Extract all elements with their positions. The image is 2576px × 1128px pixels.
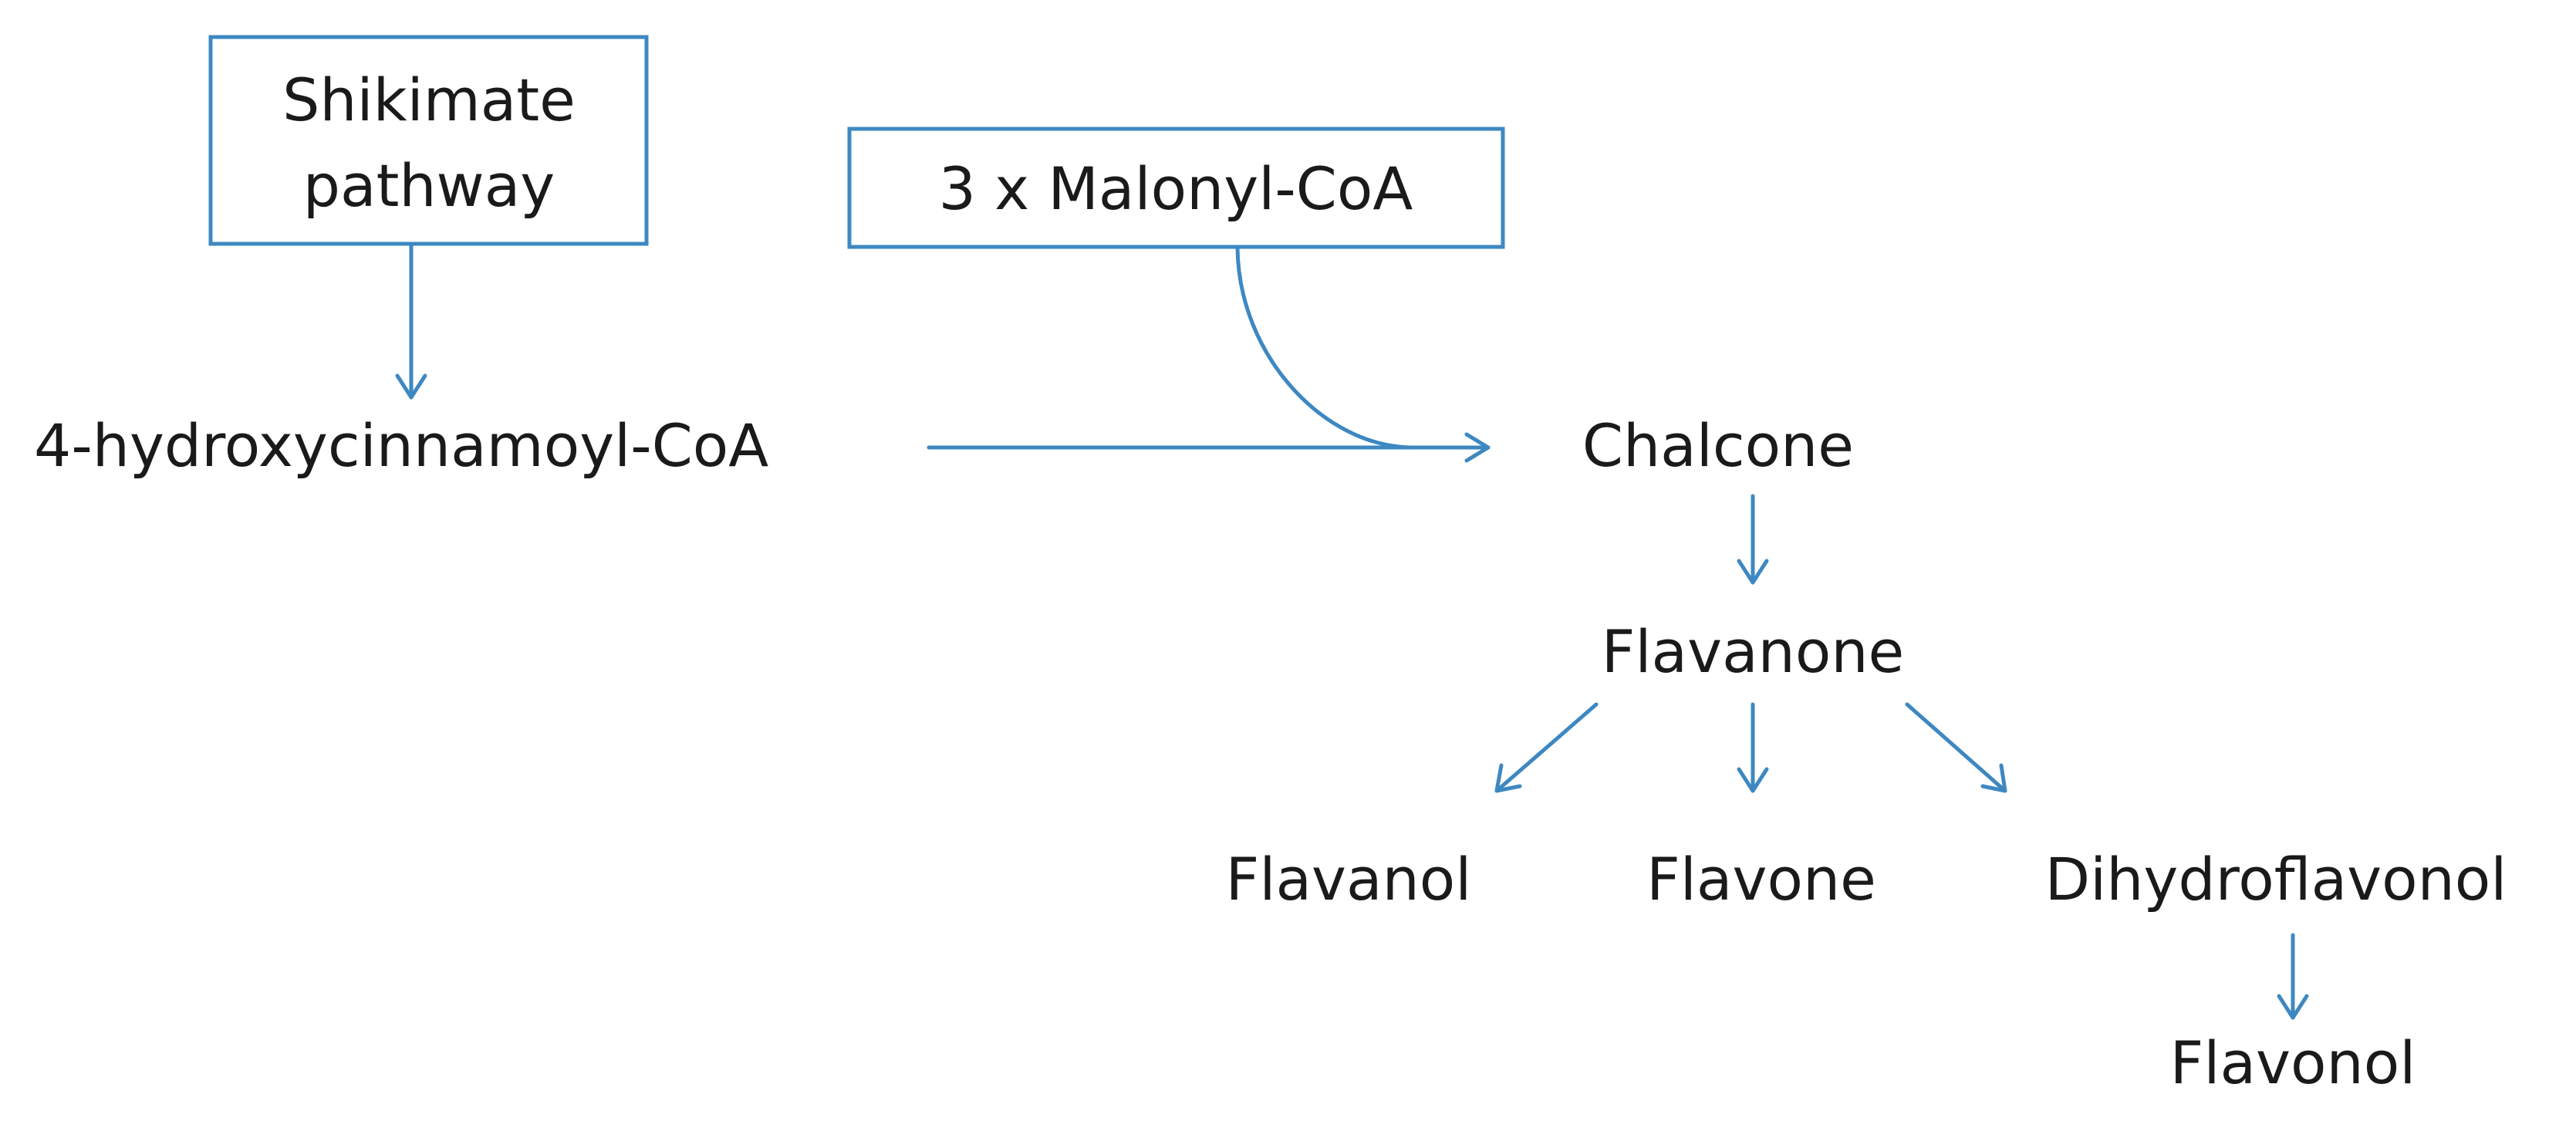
dihydroflavonol-label: Dihydroflavonol [2045, 845, 2507, 914]
hydroxycinnamoyl-coa-label: 4-hydroxycinnamoyl-CoA [34, 411, 768, 480]
arrowhead-dihydroflavonol [1980, 763, 2007, 793]
arrowhead-flavonol [2277, 994, 2309, 1020]
shikimate-label-line2: pathway [303, 151, 555, 220]
arrowhead-flavanol [1494, 763, 1522, 793]
arrow-flavanone-to-dihydroflavonol [1905, 702, 2007, 793]
arrowhead-hydroxycinnamoyl [395, 373, 427, 400]
flavone-label: Flavone [1646, 845, 1876, 914]
flavanone-label: Flavanone [1602, 617, 1905, 686]
flavanol-label: Flavanol [1226, 845, 1472, 914]
arrowhead-chalcone [1464, 432, 1491, 463]
arrowhead-flavone [1737, 767, 1769, 793]
flavonol-label: Flavonol [2170, 1028, 2416, 1097]
curve-malonyl-to-chalcone [1235, 245, 1413, 450]
arrow-flavanone-to-flavanol [1494, 702, 1599, 793]
malonyl-coa-label: 3 x Malonyl-CoA [939, 154, 1413, 223]
shikimate-box [208, 35, 649, 246]
arrowhead-flavanone [1737, 559, 1769, 585]
malonyl-box [847, 127, 1505, 249]
shikimate-label-line1: Shikimate [282, 66, 576, 134]
chalcone-label: Chalcone [1582, 411, 1854, 480]
